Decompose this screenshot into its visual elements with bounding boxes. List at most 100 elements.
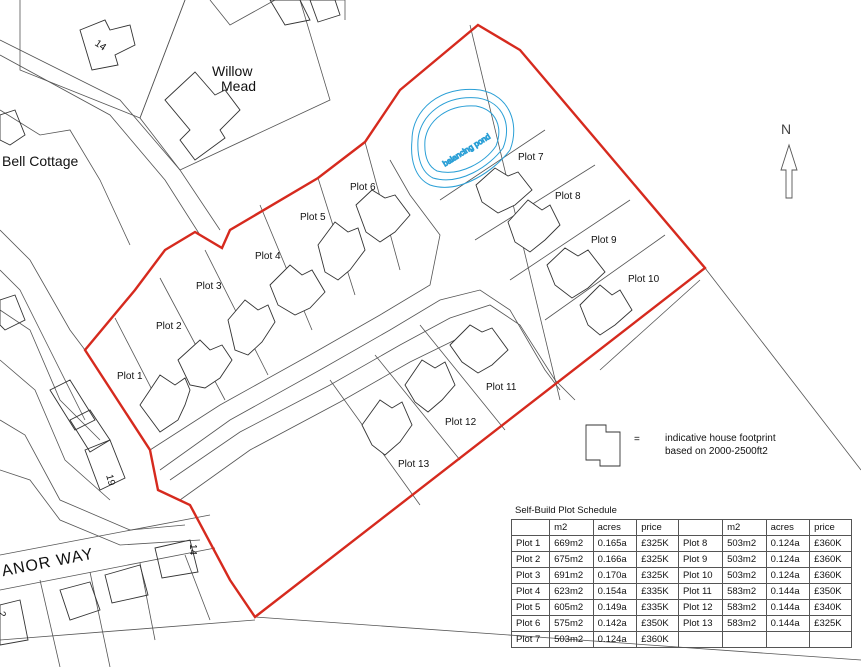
table-cell: 0.124a [765,551,811,568]
existing-house [79,19,136,71]
header-cell [510,519,551,536]
property-boundary [184,554,211,621]
pond-outline-outer [411,88,515,188]
table-cell: £350K [809,583,852,600]
plot-divider [469,24,561,401]
table-cell: Plot 11 [677,583,724,600]
table-cell: 0.165a [592,535,638,552]
house-number: 14 [92,38,108,54]
existing-house [104,564,149,604]
north-arrow-icon [780,143,798,199]
table-cell: Plot 13 [677,615,724,632]
table-cell: 575m2 [549,615,594,632]
table-cell: 669m2 [549,535,594,552]
table-cell: 0.124a [592,631,638,648]
table-cell: 503m2 [722,535,767,552]
street-label: ANOR WAY [0,546,95,580]
table-cell: 503m2 [722,551,767,568]
table-cell: £340K [809,599,852,616]
plot-divider [544,234,666,321]
plot-label: Plot 7 [518,152,544,163]
table-cell: 623m2 [549,583,594,600]
table-cell: £325K [636,535,679,552]
existing-house [49,379,96,431]
plot-label: Plot 11 [486,382,517,393]
legend-line1: indicative house footprint [665,433,776,444]
table-cell: 0.144a [765,583,811,600]
table-cell: £360K [809,567,852,584]
estate-road [179,339,456,501]
road-edge [0,514,211,556]
house-footprint [475,167,533,214]
estate-road [169,304,576,481]
property-boundary [209,0,276,26]
property-boundary [0,39,221,231]
house-footprint [579,284,633,336]
existing-house [59,581,101,621]
table-cell: £325K [636,551,679,568]
house-number: 14 [187,544,198,556]
table-cell: £335K [636,599,679,616]
house-footprint [355,189,411,243]
plot-divider [374,354,461,461]
house-footprint [227,299,276,356]
property-boundary [0,419,186,531]
house-number: 2 [0,611,7,619]
schedule-title: Self-Build Plot Schedule [515,505,617,516]
existing-house [164,71,241,161]
existing-house [269,0,311,26]
property-boundary [0,359,111,501]
plot-label: Plot 12 [445,417,477,428]
table-cell: 0.149a [592,599,638,616]
plot-labels: Plot 1 Plot 2 Plot 3 Plot 4 Plot 5 Plot … [117,152,660,470]
north-label: N [781,121,791,137]
property-boundary [704,267,861,471]
table-cell: £325K [809,615,852,632]
north-arrow: N [780,121,798,199]
table-cell: £360K [809,551,852,568]
table-cell: 0.154a [592,583,638,600]
place-label-mead: Mead [221,78,256,94]
existing-houses [0,0,341,646]
house-footprint [449,324,509,374]
place-names: Willow Mead Bell Cottage ANOR WAY 14 19 … [0,38,256,618]
header-cell: acres [765,519,811,536]
header-cell [677,519,724,536]
table-cell: 583m2 [722,583,767,600]
place-label-bell-cottage: Bell Cottage [2,153,78,169]
plot-divider [509,199,631,281]
plot-label: Plot 6 [350,182,376,193]
table-cell: 503m2 [722,567,767,584]
plot-label: Plot 3 [196,281,222,292]
table-cell [677,631,724,648]
legend-equals: = [634,434,640,445]
existing-house [309,0,341,23]
table-cell: Plot 2 [510,551,551,568]
table-cell: Plot 8 [677,535,724,552]
house-footprint [404,359,456,413]
plot-schedule: Self-Build Plot Schedule m2 acres price … [510,505,852,648]
legend-line2: based on 2000-2500ft2 [665,446,768,457]
pond-outline-mid [417,97,507,181]
plot-label: Plot 5 [300,212,326,223]
table-cell: 0.124a [765,567,811,584]
table-cell: £360K [636,631,679,648]
plot-divider [474,164,596,241]
estate-road [159,289,561,471]
property-boundary [39,579,61,668]
table-cell: £350K [636,615,679,632]
table-cell [809,631,852,648]
existing-house [154,539,199,579]
property-boundary [0,54,201,236]
plot-label: Plot 9 [591,235,617,246]
road-edge [0,547,216,591]
table-cell: 0.144a [765,615,811,632]
house-footprint [317,221,366,281]
table-cell: 675m2 [549,551,594,568]
